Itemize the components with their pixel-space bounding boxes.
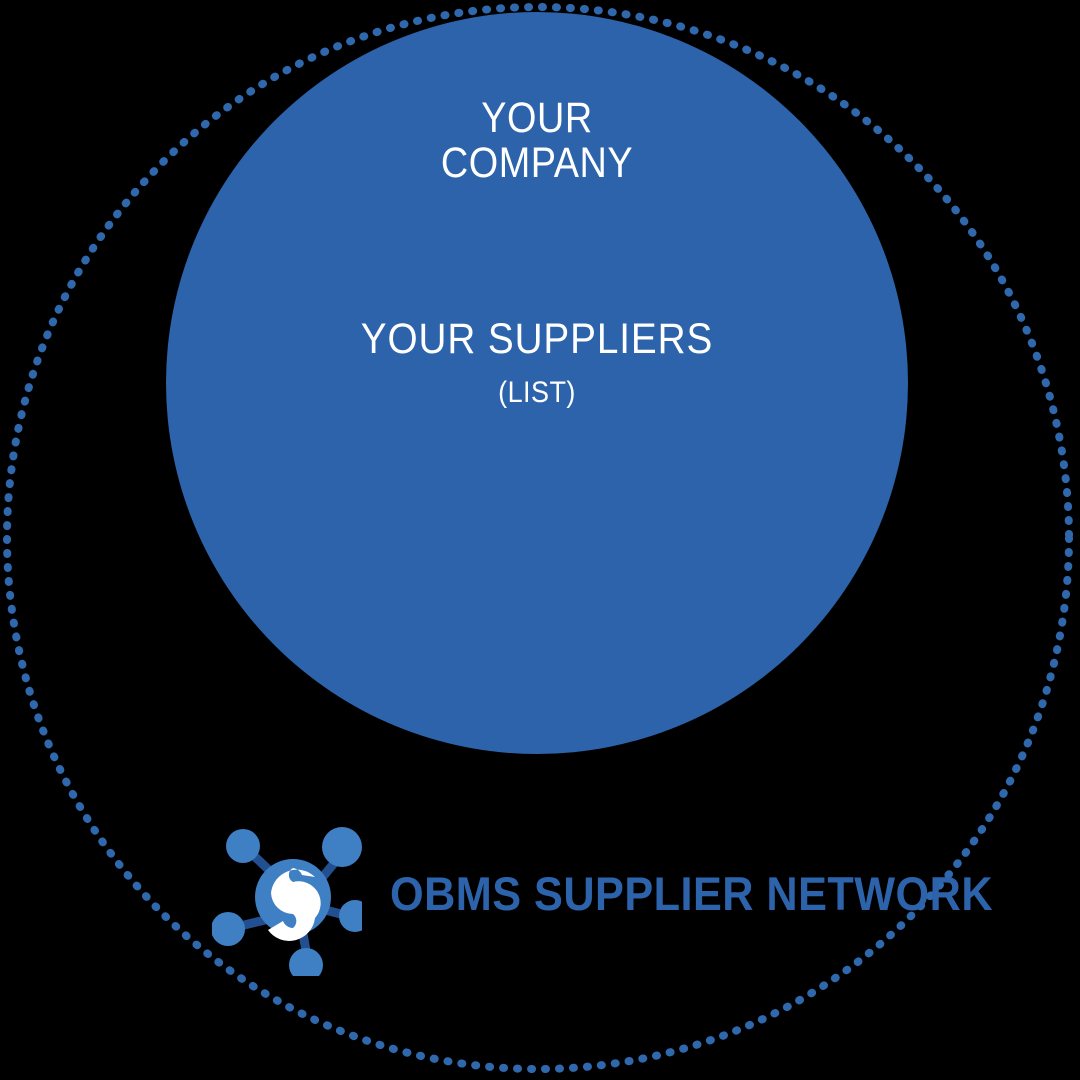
your-suppliers-subtitle: (LIST) bbox=[498, 376, 576, 409]
logo-node-right bbox=[339, 900, 362, 932]
logo-node-left bbox=[212, 912, 245, 946]
your-suppliers-title: YOUR SUPPLIERS bbox=[360, 315, 714, 363]
your-suppliers-block: YOUR SUPPLIERS (LIST) bbox=[166, 316, 908, 408]
logo-node-upper-left bbox=[226, 829, 260, 863]
obms-supplier-network-wordmark: OBMS SUPPLIER NETWORK bbox=[390, 867, 994, 920]
logo-node-upper-right bbox=[322, 827, 362, 867]
your-company-line-2: COMPANY bbox=[440, 139, 634, 187]
obms-network-boundary-circle bbox=[3, 3, 1073, 1073]
logo-s-letter bbox=[268, 868, 321, 941]
obms-brand-lockup: OBMS SUPPLIER NETWORK bbox=[212, 826, 993, 976]
logo-node-bottom bbox=[289, 948, 323, 976]
logo-nodes bbox=[212, 827, 362, 976]
your-company-circle bbox=[166, 12, 908, 754]
your-company-label: YOUR COMPANY bbox=[211, 96, 864, 186]
your-company-line-1: YOUR bbox=[481, 94, 593, 142]
obms-network-node-icon bbox=[212, 827, 362, 976]
dotted-ring bbox=[3, 3, 1073, 1073]
